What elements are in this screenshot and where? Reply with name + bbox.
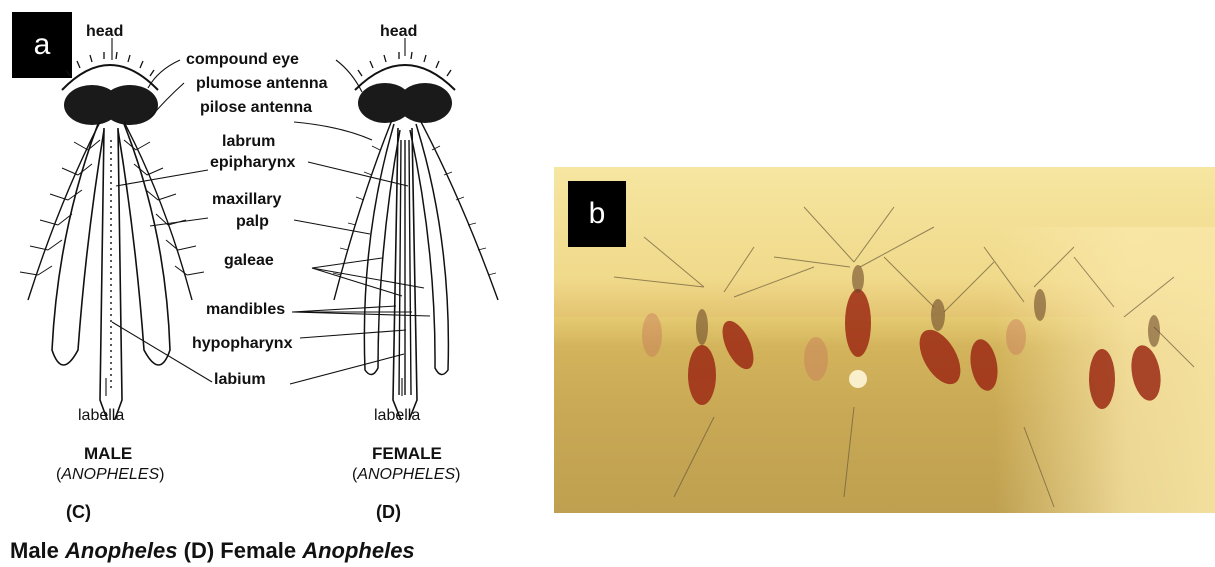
male-label: MALE xyxy=(84,444,132,464)
label-galeae: galeae xyxy=(224,253,274,269)
panel-a-diagram: a xyxy=(0,0,540,567)
female-right-compound-eye xyxy=(398,83,452,123)
label-mandibles: mandibles xyxy=(206,302,285,318)
male-head-outline xyxy=(62,65,158,90)
label-labella-male: labella xyxy=(78,408,124,424)
male-genus-label: (ANOPHELES) xyxy=(56,466,164,484)
female-head-outline xyxy=(355,65,455,90)
label-plumose-antenna: plumose antenna xyxy=(196,76,328,92)
figure-caption: Male Anopheles (D) Female Anopheles xyxy=(10,538,415,564)
label-pilose-antenna: pilose antenna xyxy=(200,100,312,116)
panel-b-mosquito-photo xyxy=(554,167,1215,513)
male-proboscis xyxy=(100,128,122,420)
label-compound-eye: compound eye xyxy=(186,52,299,68)
female-proboscis xyxy=(393,128,417,420)
male-panel-id: (C) xyxy=(66,502,91,523)
female-panel-id: (D) xyxy=(376,502,401,523)
label-epipharynx: epipharynx xyxy=(210,155,295,171)
label-hypopharynx: hypopharynx xyxy=(192,336,292,352)
female-label: FEMALE xyxy=(372,444,442,464)
label-maxillary: maxillary xyxy=(212,192,281,208)
label-labrum: labrum xyxy=(222,134,275,150)
male-right-compound-eye xyxy=(102,85,158,125)
panel-b-badge: b xyxy=(568,181,626,247)
male-maxillary-palp-left xyxy=(52,124,104,365)
female-genus-label: (ANOPHELES) xyxy=(352,466,460,484)
label-head-male: head xyxy=(86,24,123,40)
label-labium: labium xyxy=(214,372,266,388)
label-labella-female: labella xyxy=(374,408,420,424)
male-maxillary-palp-right xyxy=(118,124,170,365)
label-palp: palp xyxy=(236,214,269,230)
mosquito-silhouettes xyxy=(554,167,1215,513)
label-head-female: head xyxy=(380,24,417,40)
